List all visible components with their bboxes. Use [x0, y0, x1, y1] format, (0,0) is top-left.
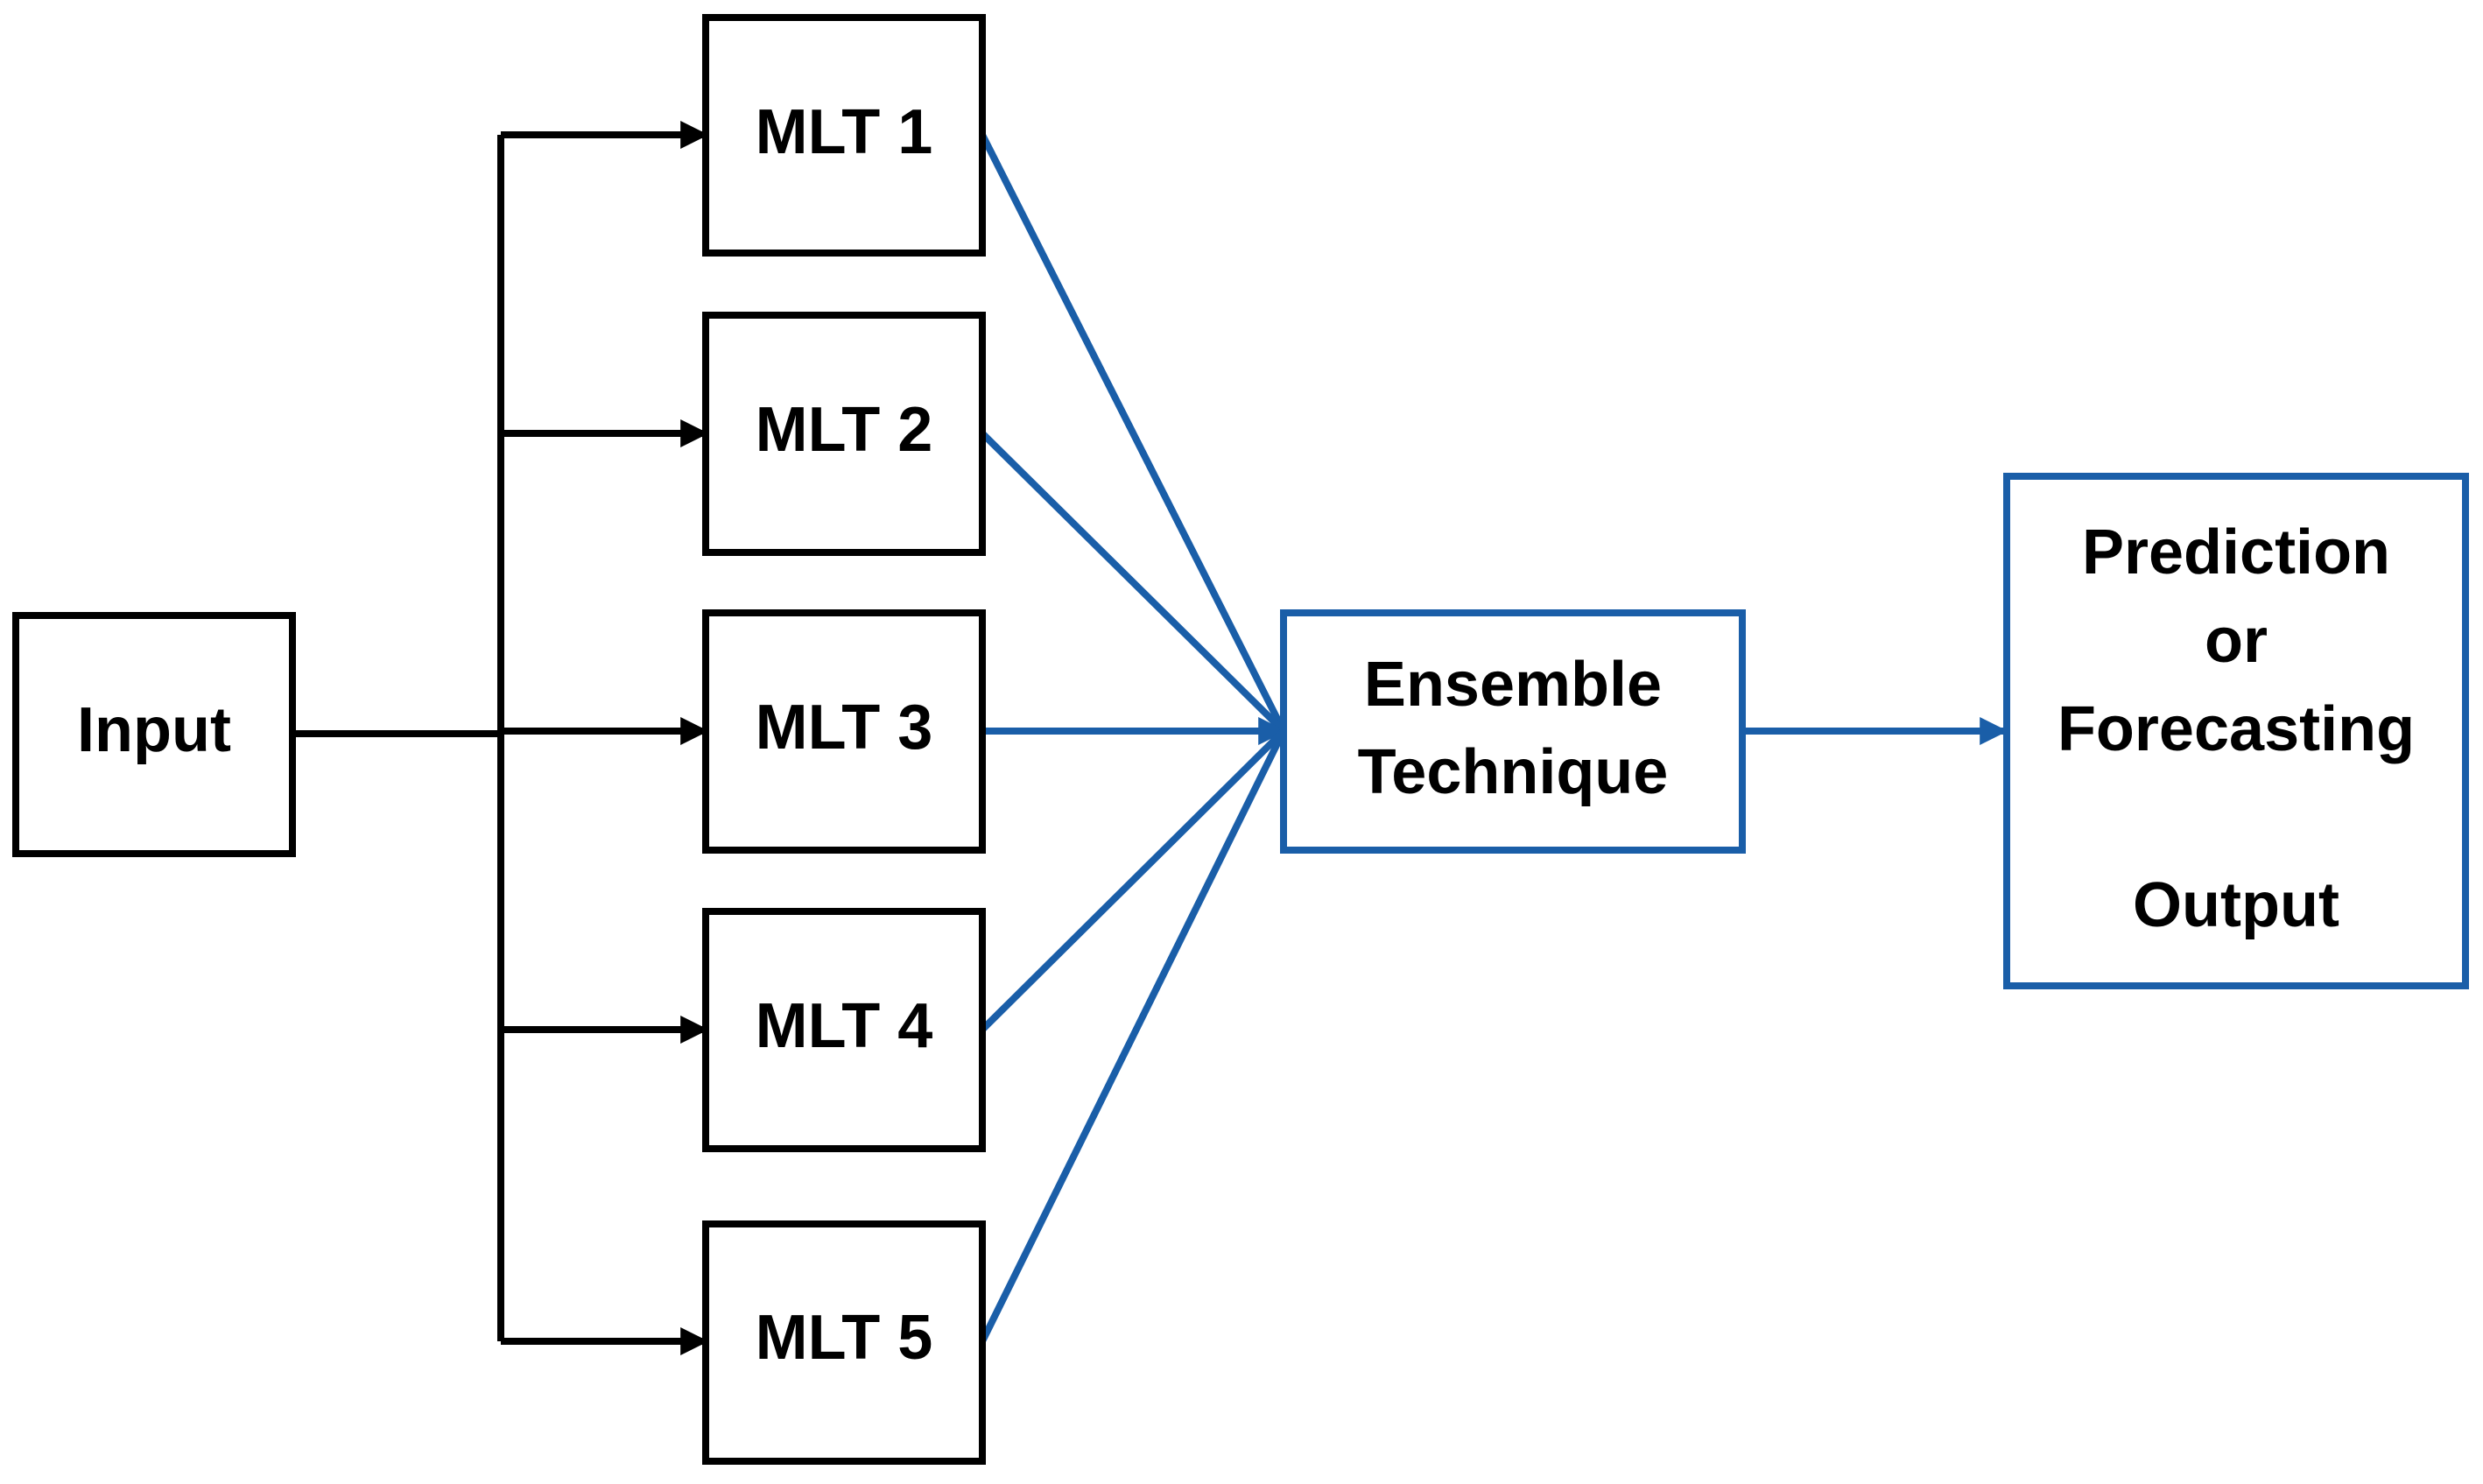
input-label: Input: [77, 695, 231, 765]
model-label-5: MLT 5: [756, 1303, 933, 1373]
ensemble-connectors: [979, 133, 2008, 1343]
ensemble-node: Ensemble Technique: [1280, 609, 1746, 854]
input-connectors: [292, 121, 709, 1355]
output-label-line1: Prediction: [2082, 517, 2390, 587]
model-node-3: MLT 3: [702, 609, 986, 854]
model-label-3: MLT 3: [756, 693, 933, 763]
ensemble-label-line1: Ensemble: [1364, 650, 1662, 720]
model-node-1: MLT 1: [702, 14, 986, 257]
model-label-1: MLT 1: [756, 97, 933, 167]
model-label-4: MLT 4: [756, 991, 933, 1061]
model-label-2: MLT 2: [756, 395, 933, 465]
model-node-5: MLT 5: [702, 1220, 986, 1465]
output-label-line2: or: [2205, 606, 2268, 676]
input-node: Input: [12, 612, 296, 857]
model-node-4: MLT 4: [702, 908, 986, 1152]
model-node-2: MLT 2: [702, 312, 986, 556]
output-node: Prediction or Forecasting Output: [2003, 473, 2469, 989]
ensemble-label-line2: Technique: [1358, 737, 1669, 807]
output-label-line4: Output: [2133, 870, 2339, 940]
output-label-line3: Forecasting: [2057, 694, 2415, 764]
